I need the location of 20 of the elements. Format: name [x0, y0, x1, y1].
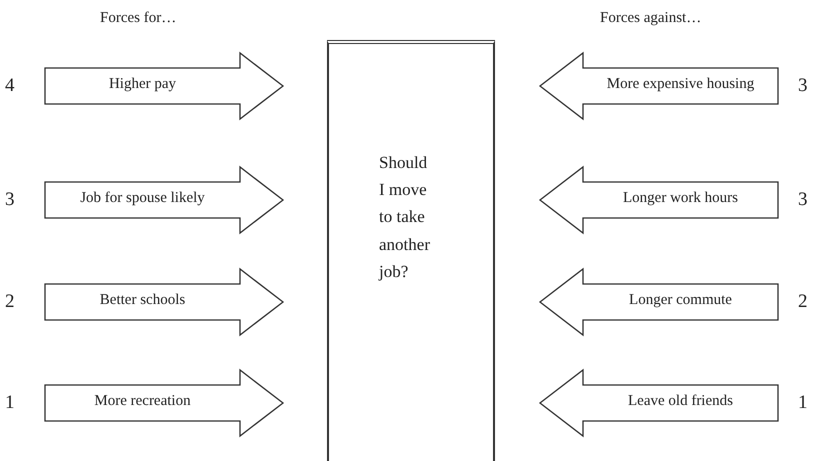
force-score: 3: [798, 189, 808, 211]
force-score: 2: [798, 291, 808, 313]
force-score: 4: [5, 75, 14, 97]
force-score: 2: [5, 291, 14, 313]
arrow-label: Job for spouse likely: [79, 190, 206, 207]
column-heading: Forces for…: [100, 10, 176, 27]
force-score: 1: [798, 392, 808, 414]
question-box: [327, 40, 495, 461]
arrow-label: More expensive housing: [606, 76, 756, 93]
arrow-label: More recreation: [93, 393, 192, 410]
force-score: 3: [5, 189, 14, 211]
force-score: 1: [5, 392, 14, 414]
column-heading: Forces against…: [600, 10, 702, 27]
arrow-label: Leave old friends: [627, 393, 734, 410]
arrow-label: Higher pay: [108, 76, 178, 93]
question-text: Should I move to take another job?: [379, 152, 431, 283]
arrow-label: Longer commute: [628, 292, 733, 309]
arrow-label: Better schools: [98, 292, 186, 309]
arrow-label: Longer work hours: [622, 190, 739, 207]
force-score: 3: [798, 75, 808, 97]
